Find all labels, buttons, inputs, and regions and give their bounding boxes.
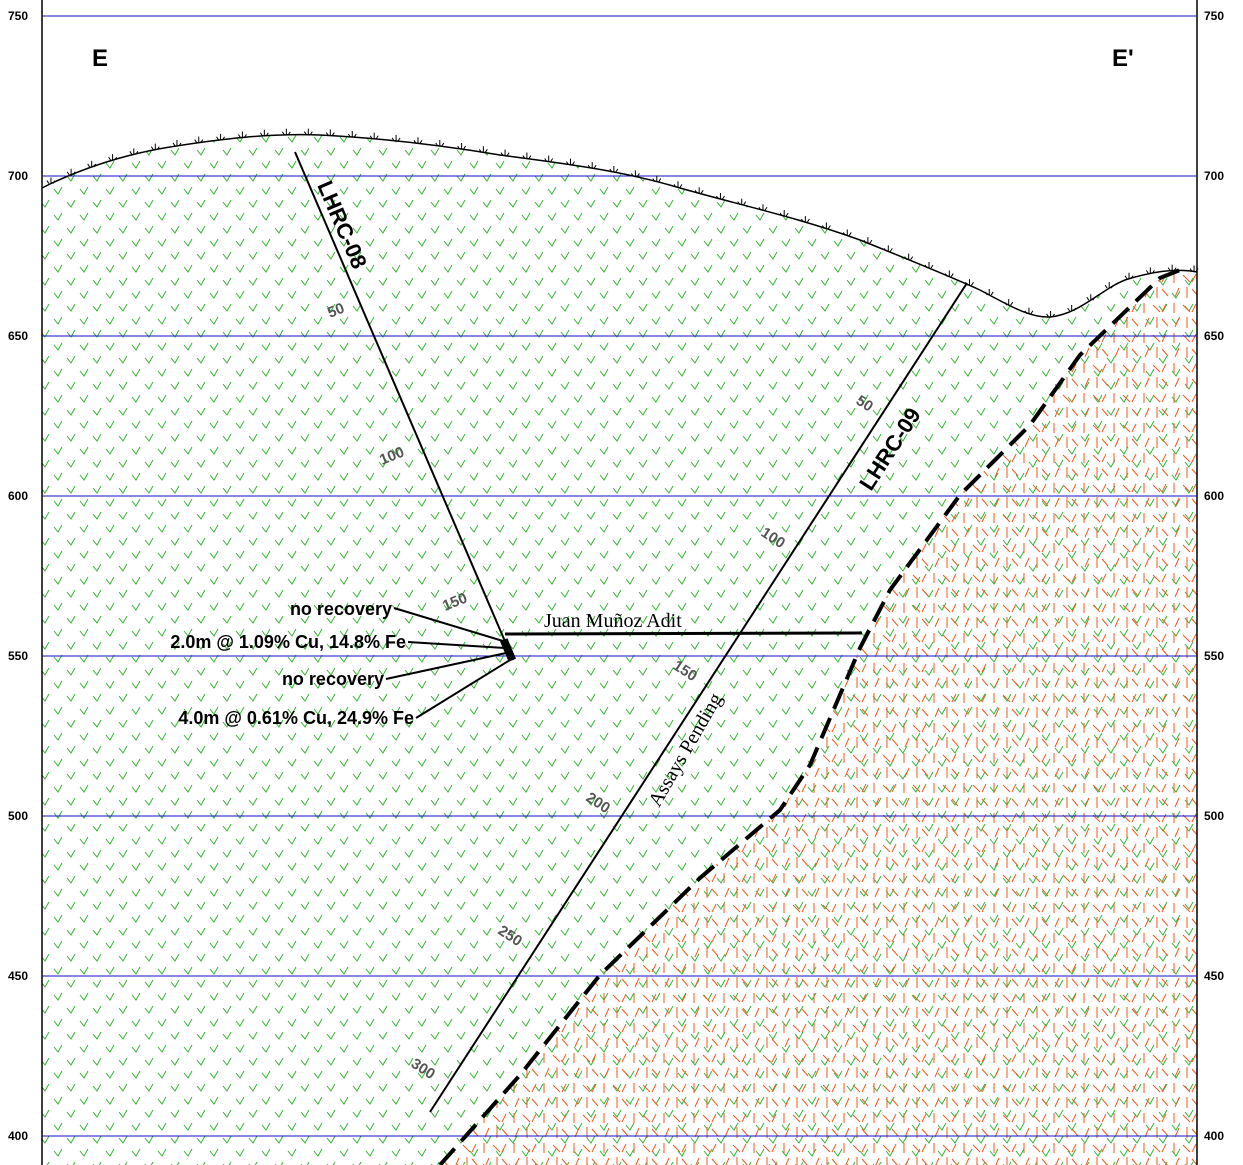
grass-tuft [1086, 294, 1096, 301]
grass-tuft [673, 181, 683, 188]
grass-tuft [478, 146, 488, 153]
grass-tuft [842, 229, 852, 236]
elevation-label-right: 750 [1204, 9, 1224, 23]
grass-tuft [944, 270, 954, 277]
grass-tuft [737, 198, 747, 205]
grass-tuft [1104, 282, 1114, 289]
elevation-label-right: 450 [1204, 969, 1224, 983]
grass-tufts [46, 128, 1199, 318]
grass-tuft [259, 129, 269, 137]
no-recovery-label: no recovery [290, 599, 392, 619]
elevation-label-left: 550 [8, 649, 28, 663]
elevation-label-right: 650 [1204, 329, 1224, 343]
grass-tuft [1189, 265, 1199, 272]
grass-tuft [369, 132, 379, 140]
elevation-label-left: 450 [8, 969, 28, 983]
grass-tuft [587, 162, 597, 169]
topography-line [41, 133, 1198, 318]
elevation-label-left: 500 [8, 809, 28, 823]
grass-tuft [566, 158, 575, 165]
grass-tuft [758, 204, 768, 211]
grass-tuft [325, 129, 335, 136]
grass-tuft [716, 193, 725, 200]
grass-tuft [1024, 307, 1034, 315]
elevation-label-right: 400 [1204, 1129, 1224, 1143]
leader-line [385, 652, 507, 680]
grass-tuft [108, 154, 118, 161]
elevation-label-right: 500 [1204, 809, 1224, 823]
grass-tuft [413, 137, 423, 144]
grass-tuft [863, 237, 873, 244]
elevation-label-left: 400 [8, 1129, 28, 1143]
intrusive-contact-line [438, 268, 1181, 1165]
grass-tuft [150, 143, 160, 150]
elevation-label-right: 600 [1204, 489, 1224, 503]
grass-tuft [630, 170, 640, 177]
no-recovery-label: no recovery [282, 669, 384, 689]
elevation-label-left: 600 [8, 489, 28, 503]
grass-tuft [1124, 272, 1134, 280]
assay-interval-label: 4.0m @ 0.61% Cu, 24.9% Fe [178, 708, 414, 728]
grass-tuft [1046, 310, 1055, 318]
depth-label: 50 [853, 392, 876, 415]
grass-tuft [66, 168, 76, 176]
elevation-label-left: 650 [8, 329, 28, 343]
grass-tuft [435, 140, 445, 147]
grass-tuft [129, 148, 139, 155]
grass-tuft [984, 288, 994, 296]
grass-tuft [779, 210, 789, 217]
grass-tuft [46, 177, 56, 184]
section-end-label: E' [1112, 45, 1134, 72]
intercept-mark [500, 638, 516, 662]
elevation-label-right: 550 [1204, 649, 1224, 663]
juan-munoz-adit [504, 631, 863, 636]
grass-tuft [1167, 264, 1177, 271]
grass-tuft [800, 216, 810, 223]
grass-tuft [87, 160, 97, 168]
grass-tuft [347, 130, 357, 138]
grass-tuft [457, 143, 467, 150]
grass-tuft [924, 261, 934, 269]
grass-tuft [544, 155, 554, 162]
grass-tuft [216, 133, 225, 141]
drillhole-lhrc-09 [429, 282, 968, 1113]
elevation-label-right: 700 [1204, 169, 1224, 183]
elevation-label-left: 750 [8, 9, 28, 23]
grass-tuft [1067, 305, 1077, 312]
grass-tuft [1145, 267, 1155, 274]
orange-rock-unit [440, 270, 1197, 1165]
assay-interval-label: 2.0m @ 1.09% Cu, 14.8% Fe [170, 632, 406, 652]
adit-label: Juan Muñoz Adit [544, 610, 682, 632]
grass-tuft [303, 128, 313, 135]
grass-tuft [1004, 299, 1014, 306]
grass-tuft [522, 152, 532, 159]
grass-tuft [194, 136, 204, 143]
grass-tuft [391, 134, 401, 142]
depth-label: 50 [325, 300, 347, 322]
section-start-label: E [92, 45, 108, 72]
elevation-label-left: 700 [8, 169, 28, 183]
grass-tuft [281, 128, 291, 136]
leader-line [393, 607, 504, 642]
grass-tuft [694, 187, 704, 194]
leader-line [407, 641, 506, 649]
grass-tuft [500, 149, 510, 156]
grass-tuft [821, 222, 831, 229]
grass-tuft [883, 245, 893, 252]
grass-tuft [172, 139, 182, 147]
leader-line [415, 659, 511, 719]
grass-tuft [652, 175, 662, 182]
drillhole-lhrc-08 [294, 151, 514, 661]
grass-tuft [238, 131, 247, 138]
elevation-gridlines: 750 750 700 700 650 650 600 600 550 550 500 500 450 4… [8, 9, 1224, 1143]
grass-tuft [904, 253, 914, 260]
grass-tuft [609, 166, 619, 173]
